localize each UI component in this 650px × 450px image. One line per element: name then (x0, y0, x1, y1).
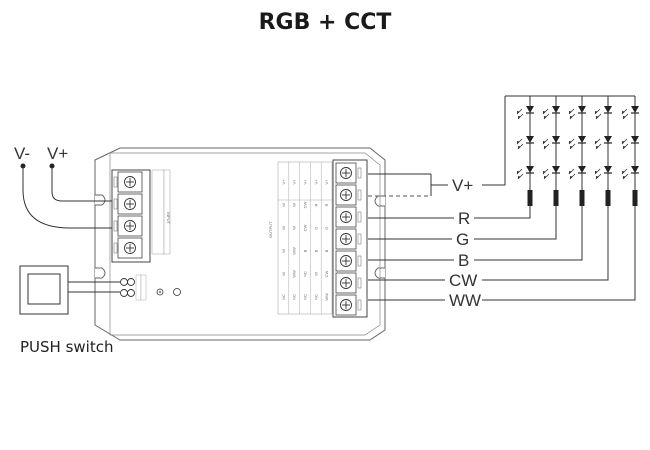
v-minus-label: V- (14, 144, 30, 163)
channel-label-ww: WW (449, 291, 481, 310)
wire-b (474, 206, 583, 261)
push-switch[interactable] (19, 265, 120, 315)
output-table-cell: W (313, 272, 318, 276)
resistor (579, 190, 585, 206)
led-array (505, 95, 639, 206)
led (621, 166, 639, 180)
led (568, 166, 586, 180)
push-switch-label: PUSH switch (20, 338, 114, 356)
channel-label-b: B (458, 251, 469, 270)
output-table-cell: NC (303, 271, 308, 277)
output-table-cell: W (281, 203, 286, 207)
led (516, 106, 534, 120)
dim-mode-terminal[interactable] (120, 289, 128, 297)
led (594, 106, 612, 120)
led (621, 136, 639, 150)
output-table-cell: CW (324, 270, 329, 277)
output-table-cell: G (324, 226, 329, 229)
output-table-cell: V+ (324, 179, 329, 185)
output-table-cell: CW (303, 201, 308, 208)
led (542, 106, 560, 120)
output-table-cell: WW (324, 293, 329, 301)
led (621, 106, 639, 120)
output-table-cell: V+ (313, 179, 318, 185)
output-table-cell: W (281, 249, 286, 253)
output-table-cell: V+ (303, 179, 308, 185)
v-plus-label: V+ (47, 144, 68, 163)
led (568, 106, 586, 120)
output-table-cell: B (324, 249, 329, 252)
led (542, 136, 560, 150)
output-table-cell: B (303, 249, 308, 252)
output-terminal-block (332, 159, 368, 318)
output-table-cell: NC (303, 294, 308, 300)
led (594, 136, 612, 150)
output-table-cell: R (324, 203, 329, 206)
power-wires: V- V+ (14, 144, 112, 229)
output-table-cell: V+ (281, 179, 286, 185)
output-block-label: OUTPUT (268, 221, 273, 238)
output-table-cell: NC (313, 294, 318, 300)
diagram-title: RGB + CCT (258, 10, 392, 35)
input-block-label: INPUT (166, 212, 171, 225)
input-label-strip: INPUT (151, 169, 171, 255)
wire-r (474, 206, 531, 219)
led (542, 166, 560, 180)
output-table-cell: V+ (292, 179, 297, 185)
led (516, 166, 534, 180)
output-table-cell: NC (292, 294, 297, 300)
input-terminal-block (111, 169, 151, 263)
output-table-cell: WW (292, 247, 297, 255)
channel-label-r: R (458, 209, 470, 228)
output-table-cell: G (313, 226, 318, 229)
led (516, 136, 534, 150)
controller-buttons (120, 274, 181, 301)
wire-cw (482, 206, 609, 281)
channel-label-cw: CW (449, 271, 477, 290)
output-table-cell: NC (281, 294, 286, 300)
output-table-cell: WW (292, 270, 297, 278)
output-table-cell: B (313, 249, 318, 252)
channel-label-v-plus: V+ (452, 176, 473, 195)
resistor (527, 190, 533, 206)
led (568, 136, 586, 150)
channel-label-g: G (456, 230, 469, 249)
resistor (605, 190, 611, 206)
output-table-cell: W (292, 203, 297, 207)
output-table-cell: CW (303, 224, 308, 231)
output-table-cell: W (281, 226, 286, 230)
resistor (632, 190, 638, 206)
output-table-cell: W (281, 272, 286, 276)
rst-push-terminal[interactable] (120, 278, 128, 286)
mode-button[interactable] (173, 288, 181, 296)
output-table-cell: W (292, 226, 297, 230)
led (594, 166, 612, 180)
resistor (553, 190, 559, 206)
wire-ww (482, 206, 636, 301)
wire-g (474, 206, 557, 240)
output-table-cell: R (313, 203, 318, 206)
